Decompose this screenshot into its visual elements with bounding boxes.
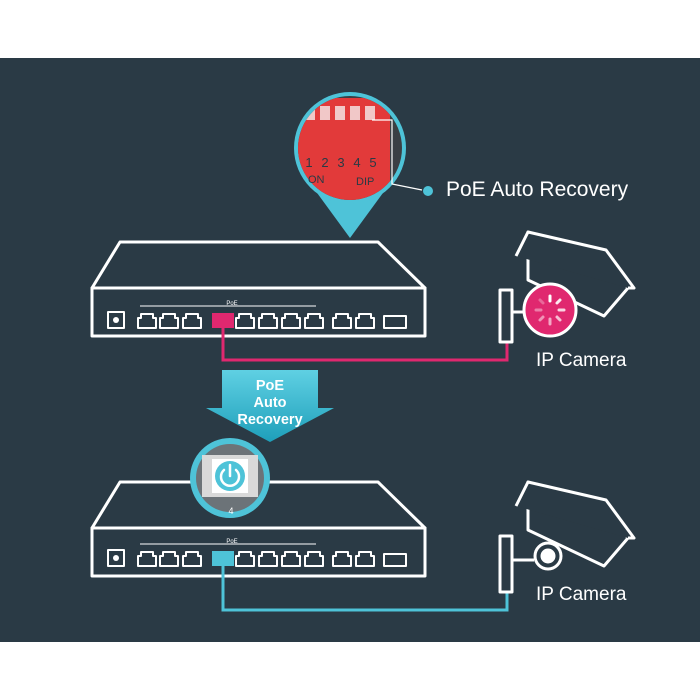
camera-top-hood bbox=[514, 230, 636, 290]
switch-top-console-port bbox=[383, 315, 407, 329]
ip-camera-top bbox=[498, 230, 636, 344]
camera-top-mount bbox=[498, 288, 514, 344]
port bbox=[182, 551, 202, 567]
arrow-label-line-2: Auto bbox=[253, 395, 287, 411]
dip-label: DIP bbox=[356, 176, 374, 188]
power-recovery-icon bbox=[219, 463, 241, 487]
down-arrow bbox=[206, 370, 334, 442]
dip-number-1: 1 bbox=[305, 155, 312, 170]
dip-number-3: 3 bbox=[337, 155, 344, 170]
switch-top-poe-text: PoE bbox=[226, 301, 237, 307]
port bbox=[159, 313, 179, 329]
port bbox=[355, 313, 375, 329]
port bbox=[355, 551, 375, 567]
port bbox=[332, 313, 352, 329]
port bbox=[235, 551, 255, 567]
camera-bottom-mount bbox=[498, 534, 514, 594]
dip-number-2: 2 bbox=[321, 155, 328, 170]
port bbox=[332, 551, 352, 567]
camera-top-status-badge bbox=[522, 282, 578, 338]
port bbox=[258, 313, 278, 329]
arrow-label-line-1: PoE bbox=[255, 378, 285, 394]
switch-bottom-poe-text: PoE bbox=[226, 539, 237, 545]
recovery-badge: 4 bbox=[190, 438, 270, 518]
switch-bottom-console-port bbox=[383, 553, 407, 567]
arrow-label: PoE Auto Recovery bbox=[218, 378, 322, 429]
ip-camera-bottom bbox=[498, 480, 636, 594]
port bbox=[258, 551, 278, 567]
switch-bottom-power-jack bbox=[107, 549, 125, 567]
dip-number-4: 4 bbox=[353, 155, 360, 170]
port bbox=[235, 313, 255, 329]
port bbox=[281, 313, 301, 329]
recovery-badge-number: 4 bbox=[228, 506, 233, 516]
camera-bottom-label: IP Camera bbox=[536, 584, 627, 605]
camera-bottom-hood bbox=[514, 480, 636, 540]
callout-leader-line bbox=[372, 119, 423, 191]
switch-top-ports bbox=[137, 313, 375, 329]
port bbox=[159, 551, 179, 567]
port bbox=[304, 313, 324, 329]
port bbox=[281, 551, 301, 567]
port bbox=[137, 551, 157, 567]
dip-switch-magnifier: 1 2 3 4 5 ON DIP bbox=[294, 92, 433, 238]
dip-number-5: 5 bbox=[369, 155, 376, 170]
switch-top-lid bbox=[90, 240, 427, 290]
camera-top-label: IP Camera bbox=[536, 350, 627, 371]
callout-leader-dot bbox=[423, 186, 433, 196]
switch-bottom-ports bbox=[137, 551, 375, 567]
port bbox=[304, 551, 324, 567]
port bbox=[182, 313, 202, 329]
switch-top-power-jack bbox=[107, 311, 125, 329]
dip-on-label: ON bbox=[308, 174, 325, 186]
switch-bottom-power-dot bbox=[113, 555, 119, 561]
switch-top-power-dot bbox=[113, 317, 119, 323]
switch-bottom-poe-port-highlight bbox=[212, 551, 234, 566]
loading-spinner-icon bbox=[534, 294, 566, 326]
port bbox=[137, 313, 157, 329]
callout-label: PoE Auto Recovery bbox=[446, 178, 629, 201]
switch-top-poe-port-highlight bbox=[212, 313, 234, 328]
poe-switch-top bbox=[90, 240, 427, 338]
arrow-label-line-3: Recovery bbox=[237, 412, 303, 428]
